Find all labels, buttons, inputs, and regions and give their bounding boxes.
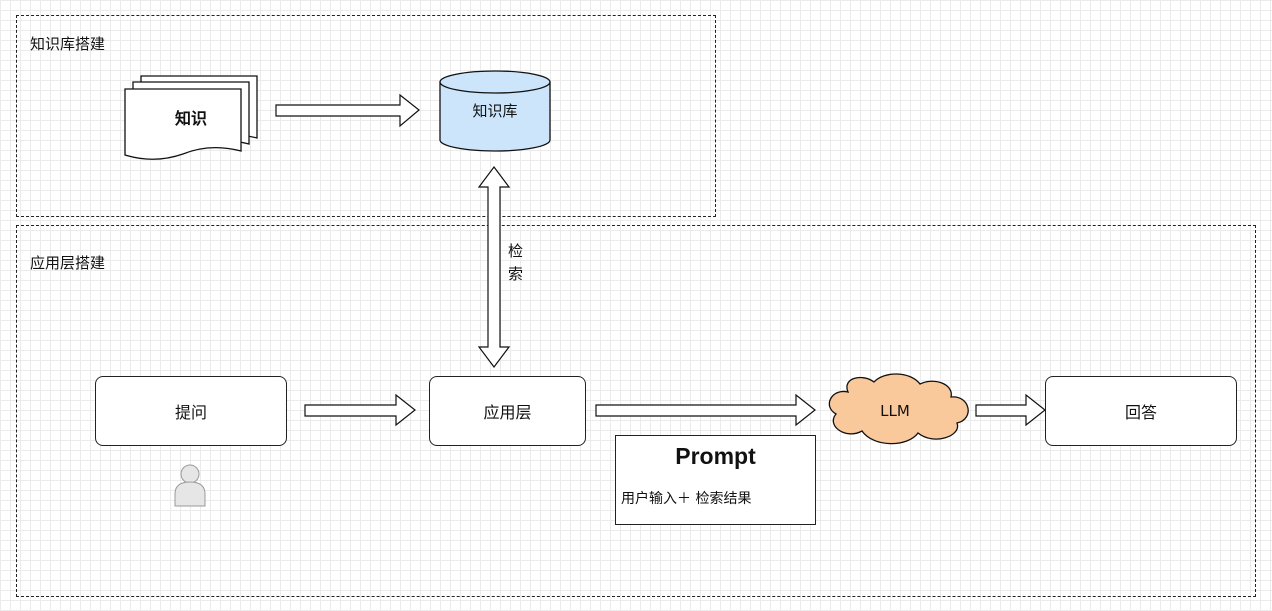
prompt-box[interactable]: Prompt 用户输入＋ 检索结果 [615,435,816,525]
cloud-icon[interactable]: LLM [828,373,969,445]
llm-label: LLM [880,402,910,420]
retrieve-label-line2: 索 [508,265,523,283]
prompt-title: Prompt [675,443,756,469]
document-stack-icon[interactable]: 知识 [124,75,258,160]
knowledge-label: 知识 [175,109,207,128]
answer-node[interactable]: 回答 [1045,376,1237,446]
group-knowledge-base [16,15,716,217]
group-application-label: 应用层搭建 [30,254,106,272]
prompt-subtitle: 用户输入＋ 检索结果 [621,491,752,507]
user-icon [174,464,206,507]
group-application [16,225,1256,597]
arrow-question-to-app [304,393,416,427]
question-node[interactable]: 提问 [95,376,287,446]
arrow-retrieve-bidirectional [477,166,511,368]
knowledge-base-label: 知识库 [472,102,517,120]
database-icon[interactable]: 知识库 [439,70,551,152]
arrow-app-to-llm [595,393,816,427]
arrow-knowledge-to-kb [275,93,420,128]
app-layer-node[interactable]: 应用层 [429,376,586,446]
retrieve-label-line1: 检 [508,242,523,260]
group-knowledge-base-label: 知识库搭建 [30,35,106,53]
arrow-llm-to-answer [975,393,1046,427]
